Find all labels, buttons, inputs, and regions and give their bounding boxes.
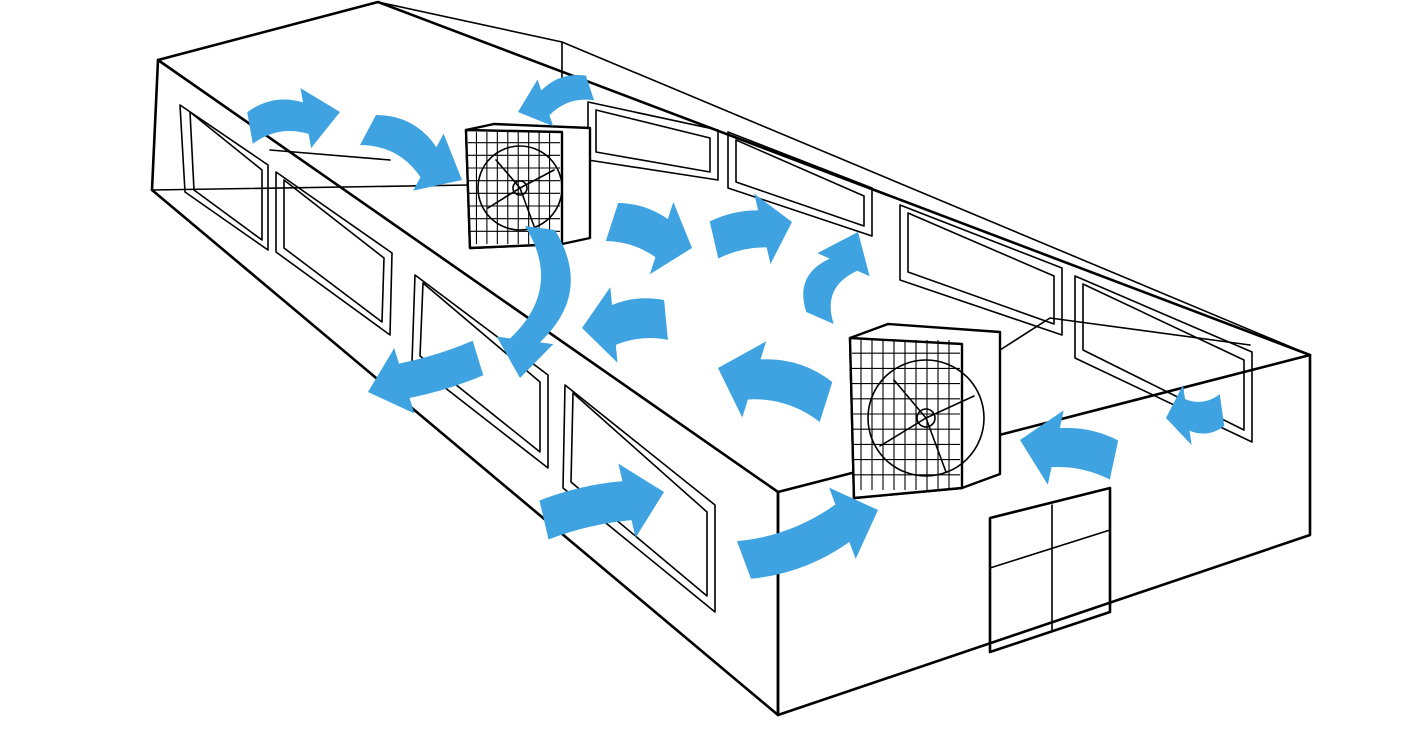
side-window [907, 212, 1055, 325]
far-wall [156, 0, 1312, 494]
side-window [419, 282, 541, 453]
side-window [727, 131, 873, 237]
airflow-arrow-icon [496, 226, 571, 378]
side-window [1074, 275, 1253, 443]
side-window [595, 109, 711, 173]
airflow-arrow-icon [709, 193, 792, 265]
airflow-arrow-icon [718, 341, 833, 423]
airflow-arrow-icon [368, 340, 484, 414]
side-window [179, 104, 269, 251]
side-window [899, 204, 1063, 336]
side-window [587, 101, 719, 181]
end-wall-inner-line [999, 317, 1251, 351]
airflow-arrow-icon [1020, 410, 1119, 485]
barn-door-icon [988, 486, 1112, 654]
airflow-arrow-icon [247, 88, 340, 149]
airflow-arrow-icon [518, 74, 595, 127]
airflow-arrow-icon [360, 114, 462, 191]
building-outline [150, 0, 1312, 717]
airflow-arrow-icon [582, 287, 668, 363]
far-wall-top-edge [561, 41, 1311, 356]
airflow-arrow-icon [803, 232, 870, 325]
side-window [570, 392, 708, 597]
side-window [283, 179, 385, 323]
airflow-arrow-icon [737, 487, 878, 579]
airflow-arrow-icon [1166, 384, 1225, 446]
left-wall [150, 58, 780, 717]
side-window [562, 384, 716, 613]
far-wall-windows [587, 101, 1253, 443]
side-window [189, 111, 263, 241]
side-window [275, 171, 393, 336]
exhaust-fan-icon [848, 322, 1002, 500]
side-window [1082, 283, 1245, 431]
end-wall [776, 353, 1312, 717]
airflow-arrow-icon [605, 201, 692, 275]
side-window [735, 139, 865, 227]
roof-ridge [377, 1, 563, 83]
airflow-arrows [247, 74, 1225, 579]
airflow-arrow-icon [539, 463, 664, 540]
roof-line [269, 149, 391, 161]
